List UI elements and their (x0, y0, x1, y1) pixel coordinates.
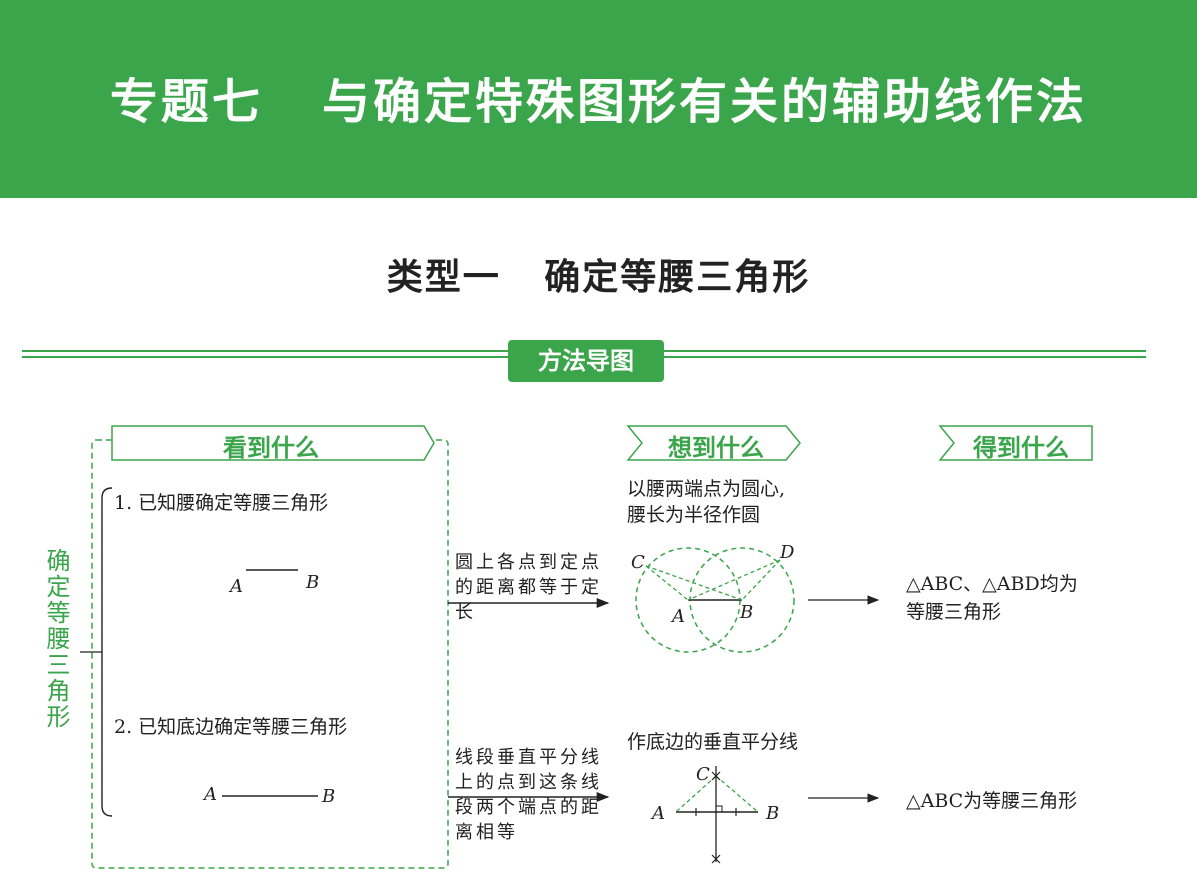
top-banner: 专题七 与确定特殊图形有关的辅助线作法 (0, 0, 1197, 198)
header-see: 看到什么 (223, 434, 319, 462)
case2-think: 作底边的垂直平分线 (627, 731, 799, 753)
case1-result: △ABC、△ABD均为 等腰三角形 (906, 573, 1078, 623)
rule-left-1 (22, 350, 508, 352)
think-header-frame (626, 425, 801, 461)
case1-fig-c: C (631, 552, 645, 573)
case2-reason: 线段垂直平分线上的点到这条线段两个端点的距离相等 (455, 747, 602, 843)
case2-point-a: A (204, 784, 217, 805)
case2-point-b: B (322, 786, 336, 807)
case1-fig-d: D (780, 542, 795, 563)
case2-fig-c: C (696, 764, 710, 785)
case1-think: 以腰两端点为圆心, 腰长为半径作圆 (627, 478, 786, 526)
rule-right-1 (664, 350, 1146, 352)
section-title: 类型一 确定等腰三角形 (386, 256, 811, 298)
see-header-frame (111, 425, 435, 461)
case2-fig-b: B (766, 803, 780, 824)
case2-title: 2. 已知底边确定等腰三角形 (114, 716, 348, 738)
case1-point-b: B (306, 572, 320, 593)
banner-title: 专题七 与确定特殊图形有关的辅助线作法 (109, 74, 1088, 130)
case2-figure (675, 766, 759, 864)
case1-point-a: A (230, 576, 243, 597)
method-label: 方法导图 (508, 340, 664, 382)
header-think: 想到什么 (668, 434, 764, 462)
get-header-frame (938, 425, 1093, 461)
case1-fig-a: A (672, 606, 685, 627)
rule-right-2 (664, 356, 1146, 358)
rule-left-2 (22, 356, 508, 358)
case1-reason: 圆上各点到定点的距离都等于定长 (455, 552, 602, 623)
side-label: 确定等腰三角形 (42, 548, 70, 730)
header-get: 得到什么 (973, 434, 1069, 462)
case1-fig-b: B (740, 602, 754, 623)
case-bracket (101, 487, 113, 817)
case1-figure (635, 547, 795, 653)
case2-result: △ABC为等腰三角形 (906, 790, 1078, 812)
case1-title: 1. 已知腰确定等腰三角形 (114, 492, 329, 514)
case2-fig-a: A (652, 803, 665, 824)
